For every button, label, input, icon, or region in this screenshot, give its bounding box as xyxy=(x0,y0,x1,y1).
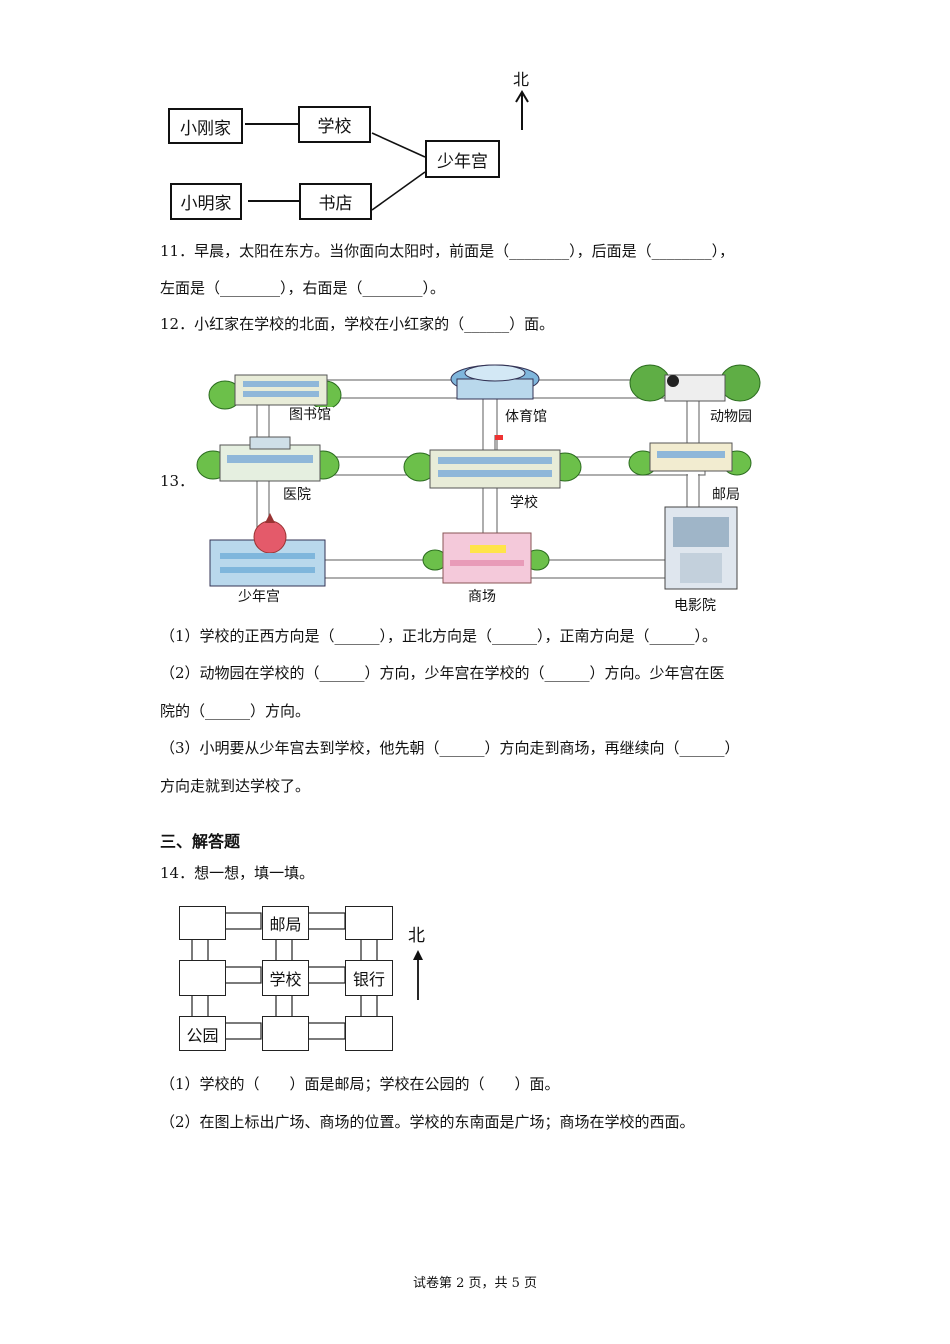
q12-line1: 12．小红家在学校的北面，学校在小红家的（______）面。 xyxy=(160,315,555,333)
youth-palace-building xyxy=(209,513,326,587)
q13-sub3a: （3）小明要从少年宫去到学校，他先朝（______）方向走到商场，再继续向（__… xyxy=(160,739,740,757)
grid-north-label: 北 xyxy=(408,926,425,946)
stadium-building xyxy=(450,364,540,400)
school-box: 学校 xyxy=(298,106,371,143)
hospital-building xyxy=(196,436,340,482)
grid-cell-school: 学校 xyxy=(262,960,309,996)
grid-cell-bank: 银行 xyxy=(345,960,393,996)
direction-diagram-lines xyxy=(245,90,529,211)
cinema-building xyxy=(664,506,738,590)
grid-cell-middle-left xyxy=(179,960,226,996)
grid-cell-top-left xyxy=(179,906,226,940)
grid-cell-park: 公园 xyxy=(179,1016,226,1051)
xiaogang-home-box: 小刚家 xyxy=(168,108,243,144)
map-label-cinema: 电影院 xyxy=(672,598,718,614)
north-arrow-icon xyxy=(413,950,423,1000)
q13-sub2a: （2）动物园在学校的（______）方向，少年宫在学校的（______）方向。少… xyxy=(160,664,725,682)
youth-palace-box: 少年宫 xyxy=(425,140,500,178)
map-label-stadium: 体育馆 xyxy=(503,409,549,425)
grid-cell-bottom-middle xyxy=(262,1016,309,1051)
map-label-zoo: 动物园 xyxy=(708,409,754,425)
q13-sub1: （1）学校的正西方向是（______），正北方向是（______），正南方向是（… xyxy=(160,627,718,645)
map-label-hospital: 医院 xyxy=(281,487,313,503)
post-office-building xyxy=(628,442,752,476)
library-building xyxy=(208,374,342,410)
xiaoming-home-box: 小明家 xyxy=(170,183,242,220)
grid-cell-post-office: 邮局 xyxy=(262,906,309,940)
map-label-library: 图书馆 xyxy=(287,407,333,423)
map-label-school: 学校 xyxy=(508,495,540,511)
north-label: 北 xyxy=(513,70,530,89)
q13-sub3b: 方向走就到达学校了。 xyxy=(160,777,311,795)
grid-cell-top-right xyxy=(345,906,393,940)
bookstore-box: 书店 xyxy=(299,183,372,220)
map-label-youth-palace: 少年宫 xyxy=(236,589,282,605)
section-title: 三、解答题 xyxy=(160,832,241,851)
q11-line2: 左面是（________），右面是（________）。 xyxy=(160,279,446,297)
zoo-building xyxy=(629,364,761,402)
mall-building xyxy=(422,532,550,584)
map-label-post-office: 邮局 xyxy=(710,487,742,503)
grid-cell-bottom-right xyxy=(345,1016,393,1051)
q14-line1: 14．想一想，填一填。 xyxy=(160,864,315,882)
map-label-mall: 商场 xyxy=(466,589,498,605)
page-footer: 试卷第 2 页，共 5 页 xyxy=(412,1276,538,1291)
q14-sub1: （1）学校的（ ）面是邮局；学校在公园的（ ）面。 xyxy=(160,1075,560,1093)
q13-sub2b: 院的（______）方向。 xyxy=(160,702,311,720)
q14-sub2: （2）在图上标出广场、商场的位置。学校的东南面是广场；商场在学校的西面。 xyxy=(160,1113,695,1131)
q11-line1: 11．早晨，太阳在东方。当你面向太阳时，前面是（________），后面是（__… xyxy=(160,242,735,260)
q13-number: 13． xyxy=(160,472,195,490)
city-map xyxy=(196,364,761,590)
grid-connectors xyxy=(191,912,378,1040)
school-building xyxy=(403,435,582,489)
